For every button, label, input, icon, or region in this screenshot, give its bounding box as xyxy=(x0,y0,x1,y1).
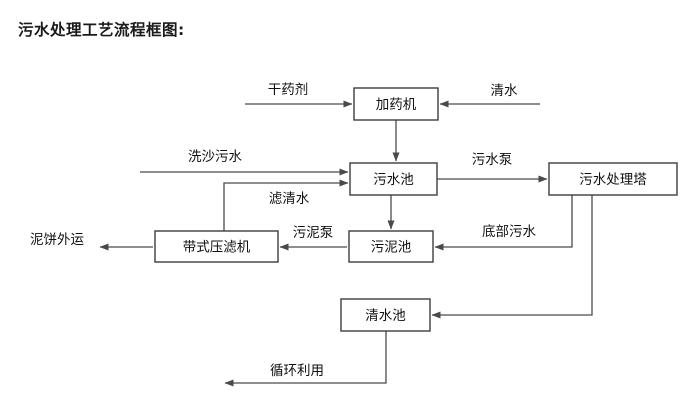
edge-label-mud-cake-out: 泥饼外运 xyxy=(30,232,84,248)
edge-label-bottom-wastewater: 底部污水 xyxy=(482,224,536,240)
node-label-clean-water-pool: 清水池 xyxy=(365,308,406,324)
edge-label-clean-water-in: 清水 xyxy=(491,83,519,99)
node-box-belt-filter-press xyxy=(154,230,279,263)
page-title: 污水处理工艺流程框图: xyxy=(18,21,185,39)
node-wastewater-pool[interactable]: 污水池 xyxy=(349,162,438,196)
node-box-treatment-tower xyxy=(548,162,678,196)
edge-label-filtrate-return: 滤清水 xyxy=(269,191,310,207)
node-box-sludge-pool xyxy=(348,230,434,263)
node-box-wastewater-pool xyxy=(349,162,438,196)
node-belt-filter-press[interactable]: 带式压滤机 xyxy=(154,230,279,263)
edge-label-sludge-pump: 污泥泵 xyxy=(293,225,334,241)
node-label-treatment-tower: 污水处理塔 xyxy=(579,172,647,188)
edge-label-recycle-out: 循环利用 xyxy=(270,363,324,379)
edge-label-sand-wash-in: 洗沙污水 xyxy=(188,149,242,165)
node-label-sludge-pool: 污泥池 xyxy=(371,240,412,256)
edge-label-dry-chemical-in: 干药剂 xyxy=(268,82,309,98)
node-treatment-tower[interactable]: 污水处理塔 xyxy=(548,162,678,196)
node-sludge-pool[interactable]: 污泥池 xyxy=(348,230,434,263)
edge-label-wastewater-pump: 污水泵 xyxy=(472,152,513,168)
node-label-belt-filter-press: 带式压滤机 xyxy=(183,240,251,256)
node-box-clean-water-pool xyxy=(340,298,431,332)
edge-filtrate-return xyxy=(223,179,349,231)
node-label-wastewater-pool: 污水池 xyxy=(373,172,414,188)
node-label-dosing-machine: 加药机 xyxy=(376,97,417,113)
node-clean-water-pool[interactable]: 清水池 xyxy=(340,298,431,332)
edge-bottom-wastewater xyxy=(434,195,573,251)
edge-recycle-out xyxy=(224,331,387,387)
node-box-dosing-machine xyxy=(353,87,439,121)
edge-tower-to-clean-water xyxy=(431,195,593,319)
node-dosing-machine[interactable]: 加药机 xyxy=(353,87,439,121)
